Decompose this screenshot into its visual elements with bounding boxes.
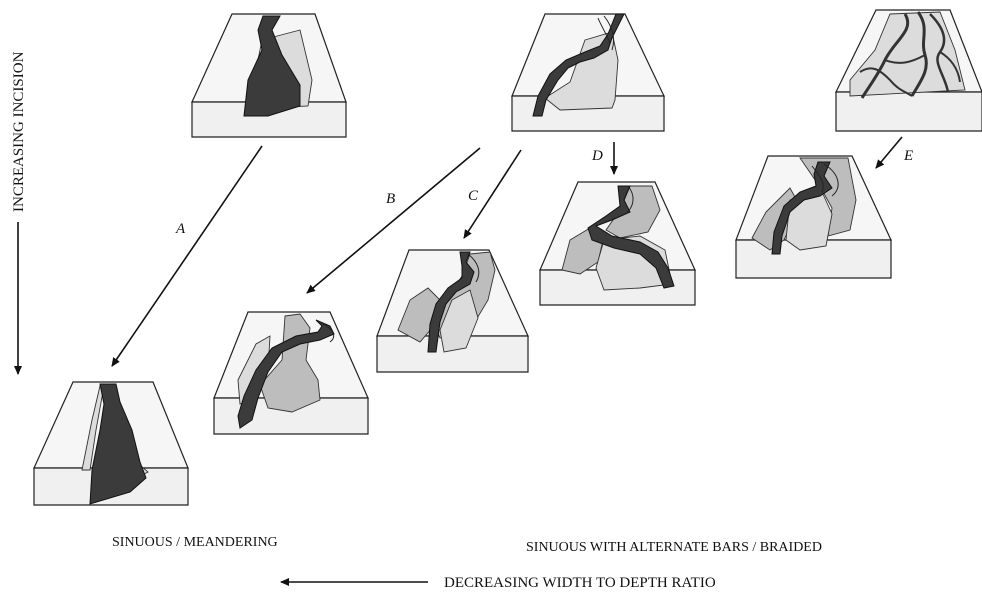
arrow-C: [463, 149, 522, 239]
block-initial-sinuous: [511, 13, 665, 132]
arrow-B: [306, 147, 481, 294]
pathway-label-C: C: [468, 188, 479, 204]
block-result-B: [213, 311, 369, 435]
vertical-axis-label: INCREASING INCISION: [11, 51, 27, 212]
horizontal-axis: DECREASING WIDTH TO DEPTH RATIO: [280, 575, 716, 591]
block-result-D: [539, 181, 696, 306]
right-caption: SINUOUS WITH ALTERNATE BARS / BRAIDED: [526, 540, 822, 555]
block-result-C: [376, 249, 529, 373]
left-caption: SINUOUS / MEANDERING: [112, 535, 278, 550]
block-initial-braided: [835, 9, 982, 132]
arrow-A: [111, 145, 263, 367]
arrow-E: [875, 136, 903, 169]
vertical-axis: INCREASING INCISION: [11, 51, 27, 375]
block-initial-meandering: [191, 13, 347, 138]
pathway-label-D: D: [591, 148, 603, 164]
pathway-arrows: A B C D E: [111, 136, 913, 367]
block-result-A: [33, 381, 189, 506]
pathway-label-A: A: [175, 221, 186, 237]
pathway-label-E: E: [903, 148, 913, 164]
block-result-E: [735, 155, 892, 279]
pathway-label-B: B: [386, 191, 395, 207]
horizontal-axis-label: DECREASING WIDTH TO DEPTH RATIO: [444, 575, 716, 591]
